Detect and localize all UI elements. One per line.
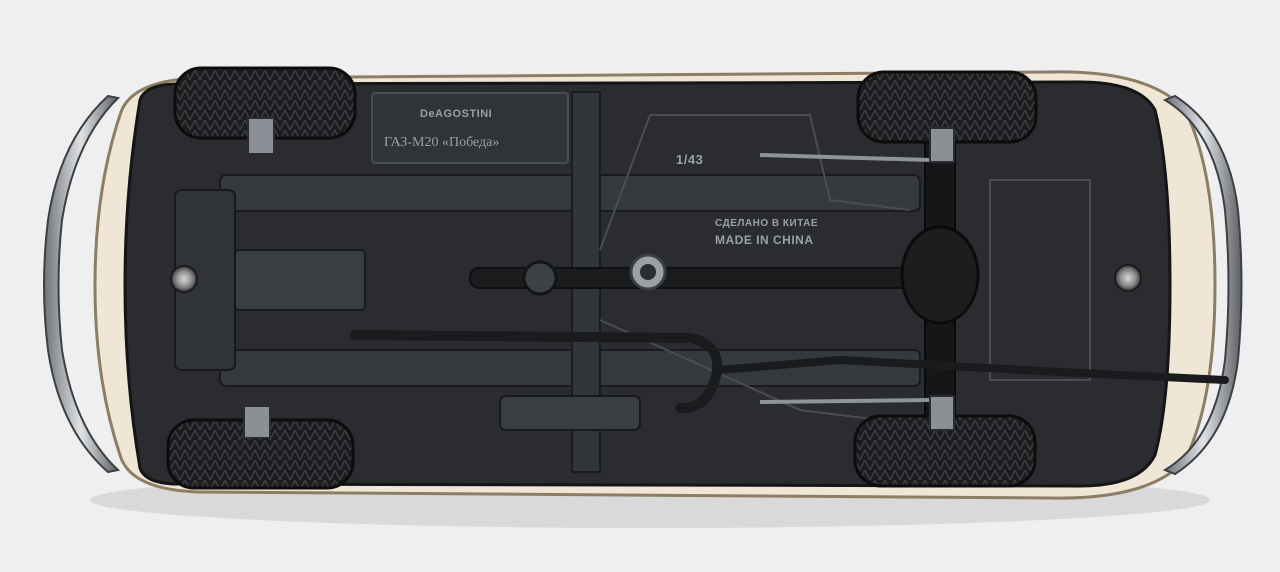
brake-line: [759, 153, 931, 162]
made-in-ru-marking: СДЕЛАНО В КИТАЕ: [715, 218, 818, 229]
screw-rear: [1114, 264, 1142, 292]
wheel-rear-bottom: [853, 395, 1037, 488]
made-in-en-marking: MADE IN CHINA: [715, 233, 814, 247]
frame-rail-lower: [219, 349, 921, 387]
engraved-line: [599, 319, 881, 421]
engine-block: [234, 249, 366, 311]
exhaust-pipe-tail: [716, 355, 1229, 384]
center-bearing-hole: [640, 264, 656, 280]
differential: [900, 225, 980, 325]
nameplate: [371, 92, 569, 164]
engraved-line: [599, 114, 911, 251]
screw-front: [170, 265, 198, 293]
muffler: [499, 395, 641, 431]
brake-line: [759, 398, 931, 404]
front-bumper: [43, 94, 121, 474]
model-marking: ГАЗ-М20 «Победа»: [384, 135, 499, 150]
frame-rail-upper: [219, 174, 921, 212]
scale-marking: 1/43: [676, 152, 703, 167]
engraved-line: [989, 179, 1091, 381]
brand-marking: DeAGOSTINI: [420, 108, 492, 120]
wheel-front-bottom: [166, 405, 355, 490]
exhaust-pipe: [350, 330, 723, 414]
wheel-rear-top: [856, 70, 1038, 163]
wheel-front-top: [173, 66, 357, 155]
driveshaft-joint: [522, 260, 558, 296]
